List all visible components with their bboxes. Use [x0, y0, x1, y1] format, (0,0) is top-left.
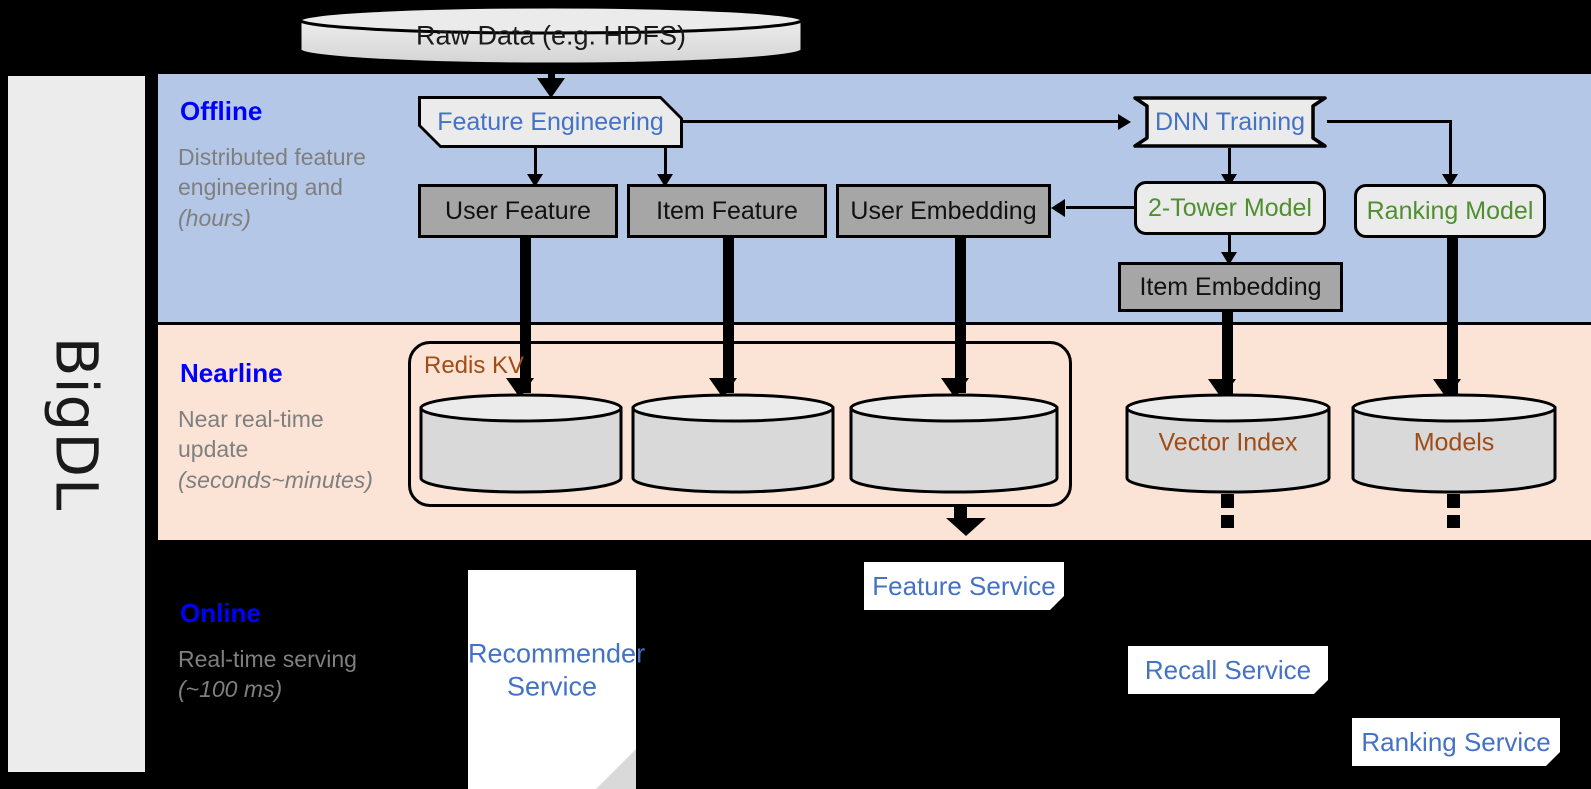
node-item-feature-label: Item Feature — [656, 196, 798, 225]
node-feature-service-label: Feature Service — [872, 570, 1056, 601]
node-recall-service[interactable]: Recall Service — [1128, 646, 1328, 694]
node-recall-service-label: Recall Service — [1144, 654, 1312, 685]
arrow-down-icon — [1442, 174, 1458, 187]
pipe-vector-index-stub-b — [1221, 515, 1234, 528]
pipe-item-feature — [723, 238, 734, 393]
band-subtitle-online: Real-time serving (~100 ms) — [178, 646, 357, 703]
node-recommender-service[interactable]: Recommender Service — [468, 570, 646, 789]
sidebar-label: BigDL — [42, 336, 111, 512]
database-cylinder-icon — [1125, 393, 1331, 494]
node-ranking-service-label: Ranking Service — [1361, 726, 1551, 757]
models-label: Models — [1413, 428, 1495, 457]
connector-fe-to-item-feature — [664, 148, 667, 178]
database-cylinder-icon — [1351, 393, 1557, 494]
node-feature-engineering-label: Feature Engineering — [437, 107, 664, 136]
pipe-redis-to-feature-service — [954, 507, 967, 521]
vector-index-cylinder[interactable]: Vector Index — [1124, 392, 1332, 494]
connector-dnn-to-ranking-v — [1449, 120, 1452, 178]
node-two-tower-model[interactable]: 2-Tower Model — [1134, 181, 1326, 235]
node-ranking-model-label: Ranking Model — [1366, 196, 1534, 225]
store-user-embedding-cylinder[interactable] — [848, 392, 1060, 494]
node-dnn-training[interactable]: DNN Training — [1133, 96, 1327, 148]
node-feature-engineering-body: Feature Engineering — [421, 99, 680, 145]
database-cylinder-icon — [631, 393, 835, 494]
sidebar-bigdl: BigDL — [8, 76, 145, 772]
connector-dnn-to-ranking-h — [1327, 120, 1452, 123]
arrow-down-icon — [946, 518, 986, 536]
pipe-user-embedding — [955, 238, 966, 393]
arrow-right-icon — [1118, 114, 1131, 130]
node-feature-engineering[interactable]: Feature Engineering — [418, 96, 683, 148]
database-cylinder-icon — [298, 5, 804, 66]
connector-fe-to-dnn — [683, 120, 1120, 123]
store-user-feature-cylinder[interactable] — [418, 392, 624, 494]
raw-data-label: Raw Data (e.g. HDFS) — [415, 20, 687, 51]
notched-card-shape — [1133, 96, 1327, 148]
arrow-down-icon — [709, 378, 737, 398]
database-cylinder-icon — [849, 393, 1059, 494]
band-title-online: Online — [180, 598, 261, 628]
document-page-icon — [596, 749, 636, 789]
arrow-down-icon — [537, 78, 565, 98]
node-dnn-training-label: DNN Training — [1154, 107, 1306, 136]
group-redis-kv-label: Redis KV — [424, 352, 525, 379]
node-recommender-service-line2: Service — [506, 671, 598, 702]
connector-fe-to-user-feature — [534, 148, 537, 178]
node-item-feature[interactable]: Item Feature — [627, 184, 827, 238]
node-feature-service[interactable]: Feature Service — [864, 562, 1064, 610]
band-subtitle-nearline: Near real-time update (seconds~minutes) — [178, 406, 373, 493]
band-subtitle-offline: Distributed feature engineering and (hou… — [178, 144, 366, 231]
pipe-user-feature — [520, 238, 531, 393]
vector-index-label: Vector Index — [1158, 428, 1298, 457]
connector-two-tower-to-user-embedding — [1066, 206, 1136, 209]
node-recommender-service-line1: Recommender — [468, 637, 646, 668]
arrow-down-icon — [506, 378, 534, 398]
node-user-feature[interactable]: User Feature — [418, 184, 618, 238]
pipe-models-stub-a — [1447, 494, 1460, 508]
arrow-down-icon — [657, 174, 673, 187]
sidebar-label-wrap: BigDL — [8, 76, 145, 772]
raw-data-cylinder: Raw Data (e.g. HDFS) — [297, 4, 805, 66]
connector-raw-to-fe — [548, 64, 555, 82]
node-user-embedding[interactable]: User Embedding — [836, 184, 1051, 238]
pipe-models-stub-b — [1447, 515, 1460, 528]
pipe-ranking-model — [1447, 238, 1458, 394]
models-cylinder[interactable]: Models — [1350, 392, 1558, 494]
node-item-embedding-label: Item Embedding — [1139, 272, 1322, 301]
band-title-nearline: Nearline — [180, 358, 283, 388]
node-two-tower-model-label: 2-Tower Model — [1148, 193, 1312, 222]
band-title-offline: Offline — [180, 96, 263, 126]
arrow-down-icon — [1221, 252, 1237, 265]
node-item-embedding[interactable]: Item Embedding — [1118, 262, 1343, 312]
connector-two-tower-to-item-embedding — [1228, 235, 1231, 261]
node-ranking-model[interactable]: Ranking Model — [1354, 184, 1546, 238]
node-user-feature-label: User Feature — [445, 196, 591, 225]
database-cylinder-icon — [419, 393, 623, 494]
node-recommender-service-label: Recommender Service — [468, 637, 646, 705]
arrow-down-icon — [941, 378, 969, 398]
connector-dnn-to-two-tower — [1228, 148, 1231, 178]
node-ranking-service[interactable]: Ranking Service — [1352, 718, 1560, 766]
store-item-feature-cylinder[interactable] — [630, 392, 836, 494]
arrow-down-icon — [527, 174, 543, 187]
arrow-left-icon — [1051, 199, 1065, 217]
pipe-vector-index-stub-a — [1221, 494, 1234, 508]
node-user-embedding-label: User Embedding — [850, 196, 1037, 225]
document-page-icon — [1314, 680, 1328, 694]
pipe-item-embedding — [1222, 312, 1233, 394]
group-redis-kv — [408, 341, 1072, 507]
